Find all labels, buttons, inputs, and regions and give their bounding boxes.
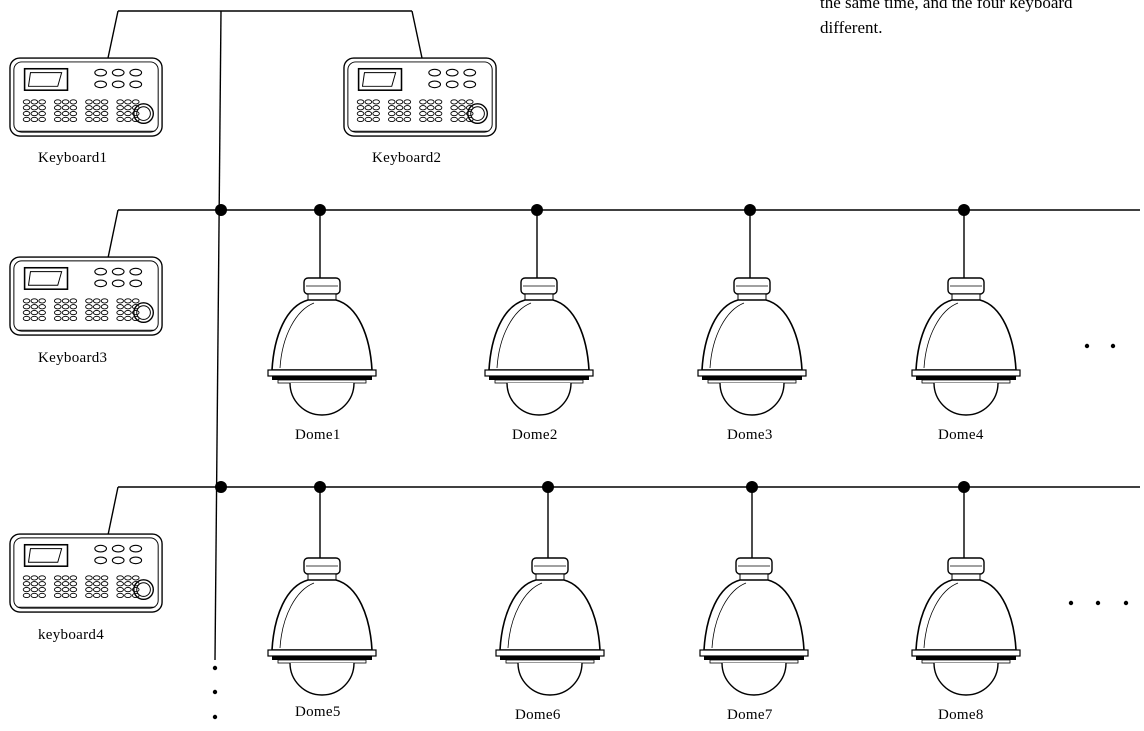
note-line-2: different. — [820, 18, 883, 37]
keyboard2-label: Keyboard2 — [372, 150, 442, 166]
keyboard1-label: Keyboard1 — [38, 150, 108, 166]
keyboard3-label: Keyboard3 — [38, 350, 108, 366]
dome-camera-2 — [484, 277, 594, 416]
dome7-label: Dome7 — [727, 707, 773, 723]
keyboard-controller-4 — [10, 534, 162, 612]
dome1-label: Dome1 — [295, 427, 341, 443]
dome4-label: Dome4 — [938, 427, 984, 443]
keyboard-controller-2 — [344, 58, 496, 136]
keyboard4-label: keyboard4 — [38, 627, 105, 643]
bus-wiring — [107, 10, 1140, 661]
dome6-label: Dome6 — [515, 707, 561, 723]
dome2-label: Dome2 — [512, 427, 558, 443]
continuation-dots — [212, 343, 1129, 720]
dome3-label: Dome3 — [727, 427, 773, 443]
dome-camera-8 — [911, 557, 1021, 696]
dome-camera-4 — [911, 277, 1021, 416]
dome-camera-1 — [267, 277, 377, 416]
dome-camera-7 — [699, 557, 809, 696]
keyboard-controller-3 — [10, 257, 162, 335]
junction-dots — [215, 204, 970, 493]
dome5-label: Dome5 — [295, 704, 341, 720]
note-line-1: the same time, and the four keyboard — [820, 0, 1073, 12]
description-note: the same time, and the four keyboard dif… — [820, 0, 1144, 40]
keyboard-controller-1 — [10, 58, 162, 136]
dome-camera-5 — [267, 557, 377, 696]
dome-camera-3 — [697, 277, 807, 416]
dome8-label: Dome8 — [938, 707, 984, 723]
dome-camera-6 — [495, 557, 605, 696]
